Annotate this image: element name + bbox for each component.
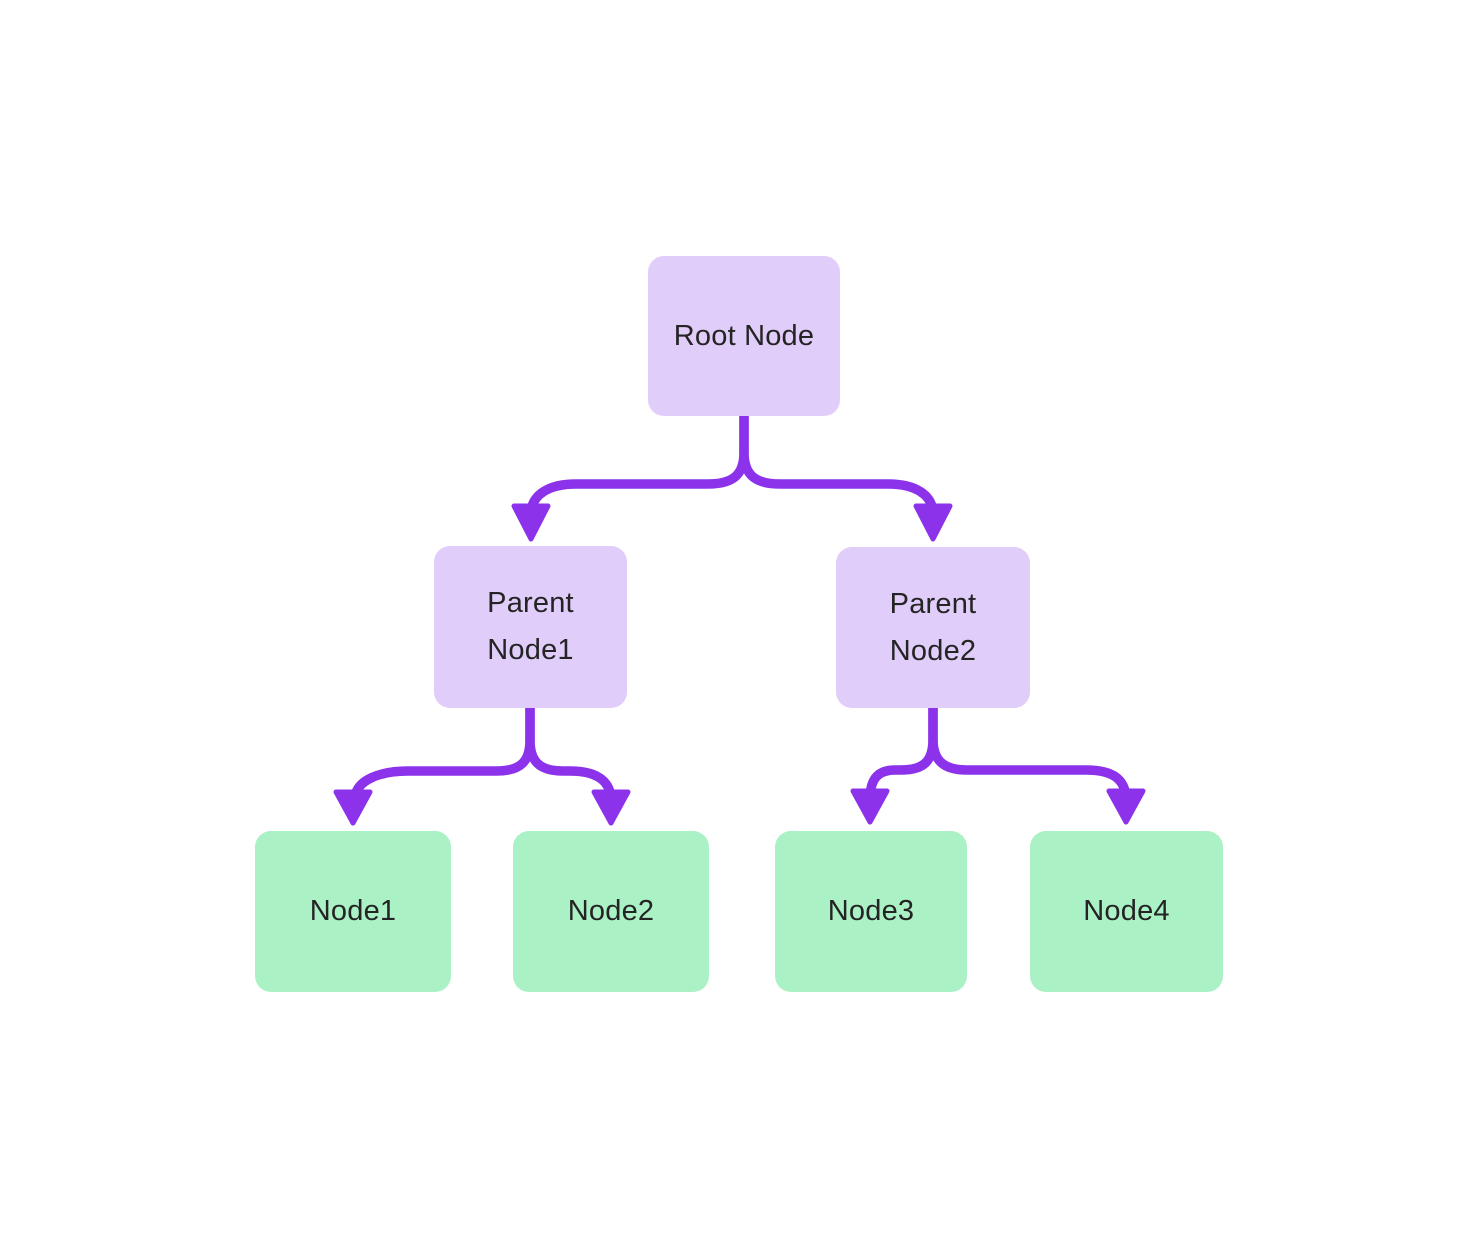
node-root-label: Root Node — [673, 319, 815, 352]
node-parent1: Parent Node1 — [434, 546, 627, 708]
arrowhead-parent1-leaf2 — [591, 789, 631, 826]
edge-parent2-leaf3 — [850, 702, 938, 825]
edge-root-parent2 — [739, 411, 953, 542]
edge-root-parent1 — [511, 411, 749, 542]
node-parent2-label: Parent Node2 — [889, 587, 977, 667]
node-leaf3-label: Node3 — [827, 895, 915, 928]
node-leaf1: Node1 — [255, 831, 451, 992]
arrowhead-root-parent2 — [913, 503, 953, 542]
node-parent2: Parent Node2 — [836, 547, 1030, 708]
node-leaf2-label: Node2 — [567, 895, 655, 928]
node-parent1-label: Parent Node1 — [487, 587, 574, 666]
arrowhead-parent1-leaf1 — [333, 789, 373, 826]
edge-parent1-leaf1 — [333, 703, 535, 826]
node-leaf4-label: Node4 — [1083, 895, 1170, 928]
edge-parent1-leaf2 — [525, 703, 631, 826]
node-root: Root Node — [648, 256, 840, 416]
edge-parent2-leaf4 — [928, 702, 1146, 825]
node-leaf3: Node3 — [775, 831, 967, 992]
arrowhead-parent2-leaf4 — [1106, 788, 1146, 825]
arrowhead-root-parent1 — [511, 503, 551, 542]
node-leaf4: Node4 — [1030, 831, 1223, 992]
node-leaf1-label: Node1 — [309, 895, 397, 928]
node-leaf2: Node2 — [513, 831, 709, 992]
arrowhead-parent2-leaf3 — [850, 788, 890, 825]
